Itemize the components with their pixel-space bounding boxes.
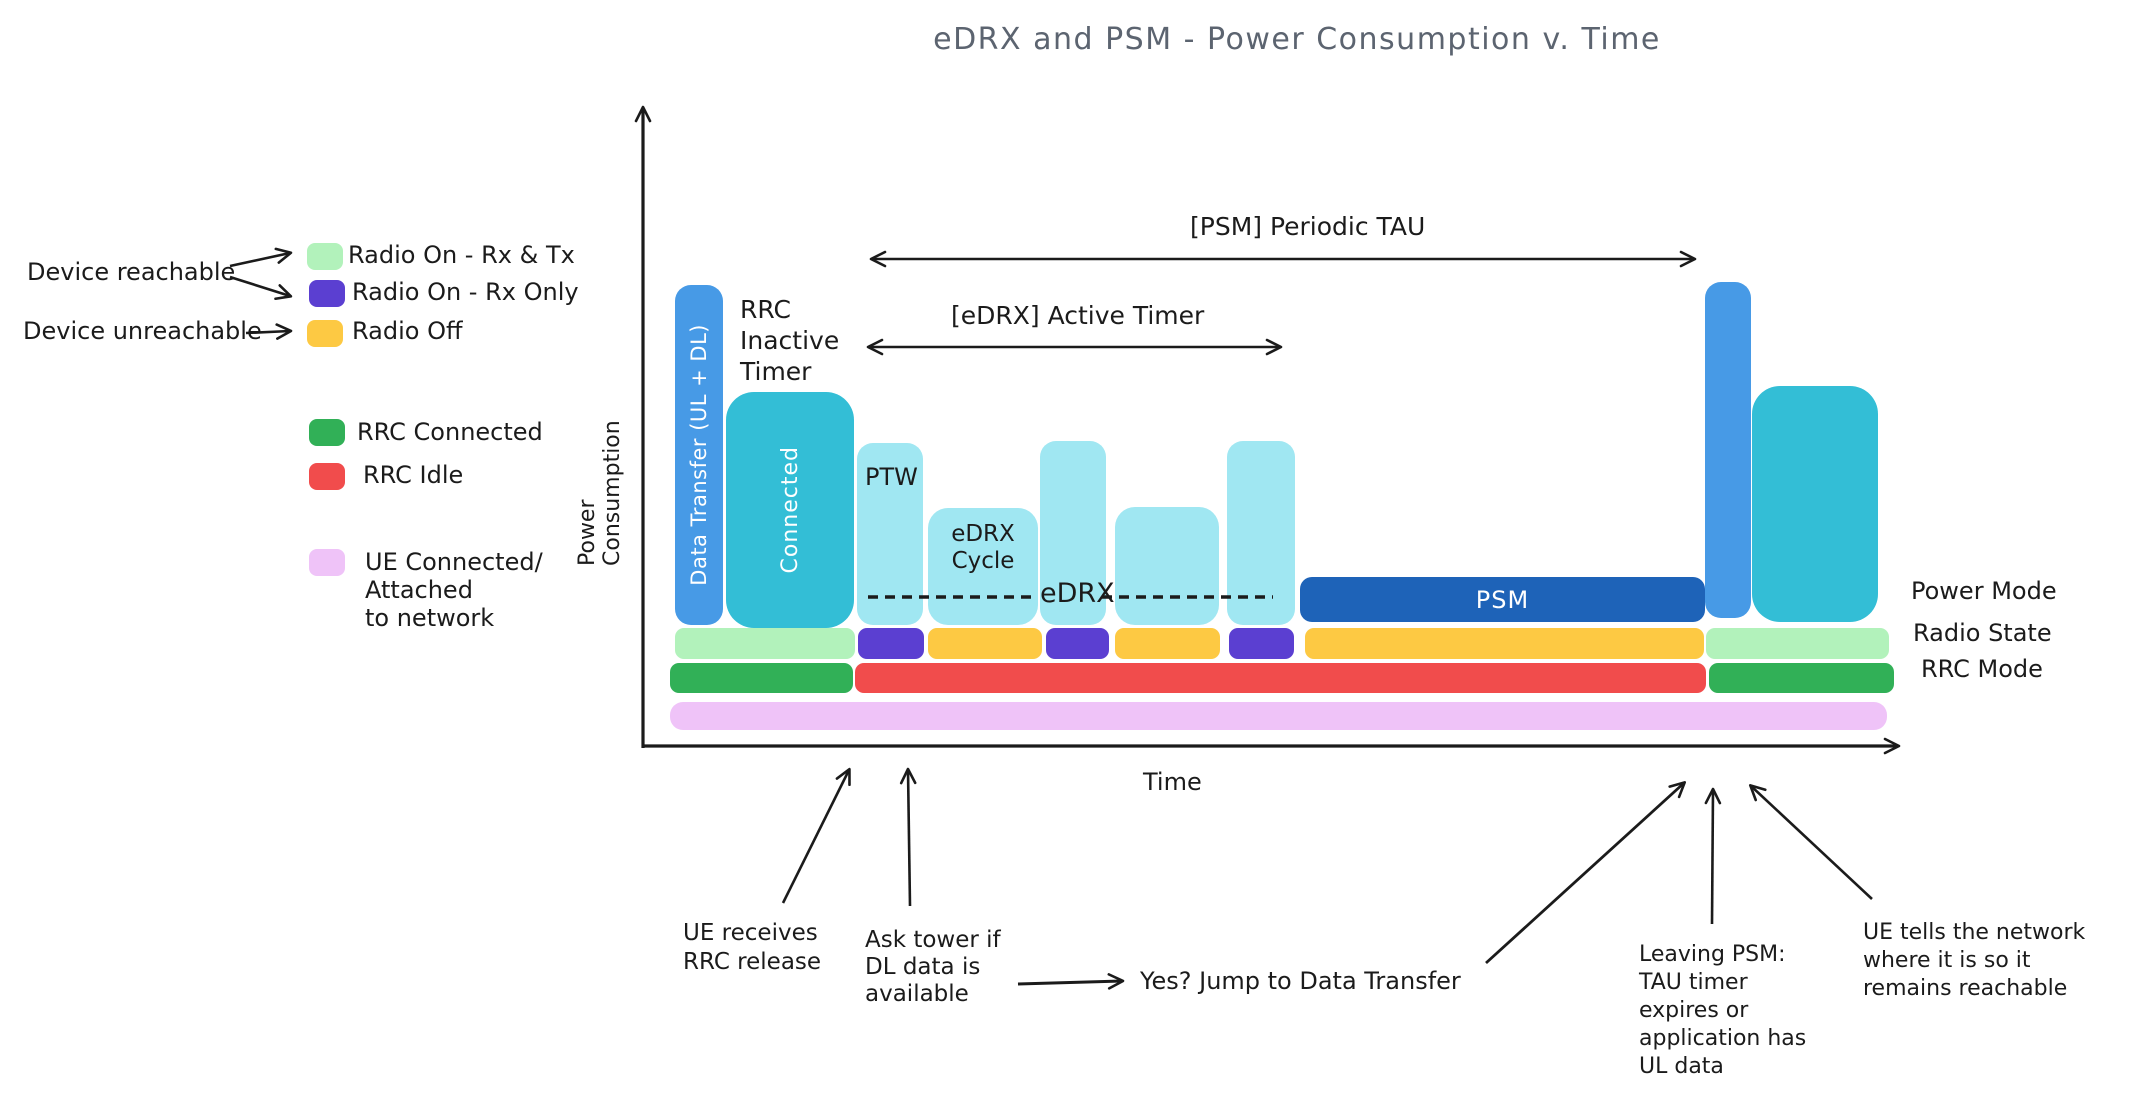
bar-data-transfer-label: Data Transfer (UL + DL) <box>687 324 711 586</box>
radio-state-segment-off-3 <box>1305 628 1704 659</box>
legend-swatch-radio-rx-only <box>309 280 345 307</box>
radio-state-segment-rx-only-3 <box>1229 628 1294 659</box>
ue-tells-network-arrow <box>1748 784 1873 900</box>
diagram-title: eDRX and PSM - Power Consumption v. Time <box>933 22 1661 57</box>
radio-state-segment-rx-only-1 <box>858 628 924 659</box>
bar-connected-right <box>1752 386 1878 622</box>
y-axis-label: Power Consumption <box>575 420 625 566</box>
power-mode-row-label: Power Mode <box>1911 577 2057 605</box>
x-axis-label: Time <box>1143 768 1202 796</box>
bar-data-transfer-right <box>1705 282 1751 618</box>
radio-state-segment-rx-tx-2 <box>1706 628 1889 659</box>
bar-connected: Connected <box>726 392 854 628</box>
legend-swatch-rrc-idle <box>309 463 345 490</box>
ue-attached-row <box>670 702 1887 730</box>
edrx-line-label: eDRX <box>1040 578 1115 609</box>
bar-edrx-cycle-label: eDRX Cycle <box>951 521 1015 574</box>
legend-label-ue-attached: UE Connected/ Attached to network <box>365 548 543 633</box>
psm-periodic-tau-label: [PSM] Periodic TAU <box>1190 212 1426 241</box>
legend-label-rrc-connected: RRC Connected <box>357 418 543 446</box>
radio-state-segment-off-1 <box>928 628 1042 659</box>
bar-data-transfer: Data Transfer (UL + DL) <box>675 285 723 625</box>
legend-swatch-radio-off <box>307 320 343 347</box>
device-reachable-label: Device reachable <box>27 258 236 286</box>
legend-label-radio-rx-only: Radio On - Rx Only <box>352 278 579 306</box>
yes-jump-pointer-arrow <box>1017 973 1125 990</box>
radio-state-row-label: Radio State <box>1913 619 2052 647</box>
jump-to-data-transfer-arrow <box>1485 781 1687 965</box>
bar-psm: PSM <box>1300 577 1705 622</box>
ask-tower-arrow <box>899 767 917 907</box>
bar-connected-label: Connected <box>777 446 803 574</box>
annotation-ask-tower: Ask tower if DL data is available <box>865 927 1001 1007</box>
radio-state-segment-rx-tx-1 <box>675 628 855 659</box>
edrx-active-timer-label: [eDRX] Active Timer <box>951 301 1205 330</box>
annotation-ue-tells: UE tells the network where it is so it r… <box>1863 920 2086 1001</box>
rrc-mode-segment-connected-2 <box>1709 663 1894 693</box>
radio-state-segment-rx-only-2 <box>1046 628 1109 659</box>
radio-state-segment-off-2 <box>1115 628 1220 659</box>
bar-edrx-cycle-2 <box>1115 507 1219 625</box>
annotation-ue-receives: UE receives RRC release <box>683 920 822 975</box>
bar-ptw-label: PTW <box>865 463 918 491</box>
legend-swatch-ue-attached <box>309 549 345 576</box>
bar-edrx-ptw-3 <box>1227 441 1295 625</box>
device-unreachable-label: Device unreachable <box>23 317 262 345</box>
ue-receives-rrc-release-arrow <box>781 767 851 904</box>
annotation-yes-jump: Yes? Jump to Data Transfer <box>1140 967 1461 995</box>
legend-label-radio-rx-tx: Radio On - Rx & Tx <box>348 241 575 269</box>
bar-psm-label: PSM <box>1475 585 1530 614</box>
rrc-mode-segment-idle <box>855 663 1706 693</box>
device-reachable-arrow-rx-only <box>229 275 293 301</box>
annotation-leaving-psm: Leaving PSM: TAU timer expires or applic… <box>1639 942 1807 1079</box>
legend-label-radio-off: Radio Off <box>352 317 463 345</box>
bar-edrx-ptw-2 <box>1040 441 1106 625</box>
legend-label-rrc-idle: RRC Idle <box>363 461 464 489</box>
leaving-psm-arrow <box>1704 787 1722 925</box>
bar-ptw: PTW <box>857 443 923 625</box>
rrc-mode-row-label: RRC Mode <box>1921 655 2043 683</box>
legend-swatch-rrc-connected <box>309 419 345 446</box>
bar-edrx-cycle: eDRX Cycle <box>928 508 1038 625</box>
legend-swatch-radio-rx-tx <box>307 243 343 270</box>
rrc-inactive-timer-label: RRC Inactive Timer <box>740 295 840 386</box>
rrc-mode-segment-connected-1 <box>670 663 853 693</box>
device-reachable-arrow-rx-tx <box>229 247 293 268</box>
